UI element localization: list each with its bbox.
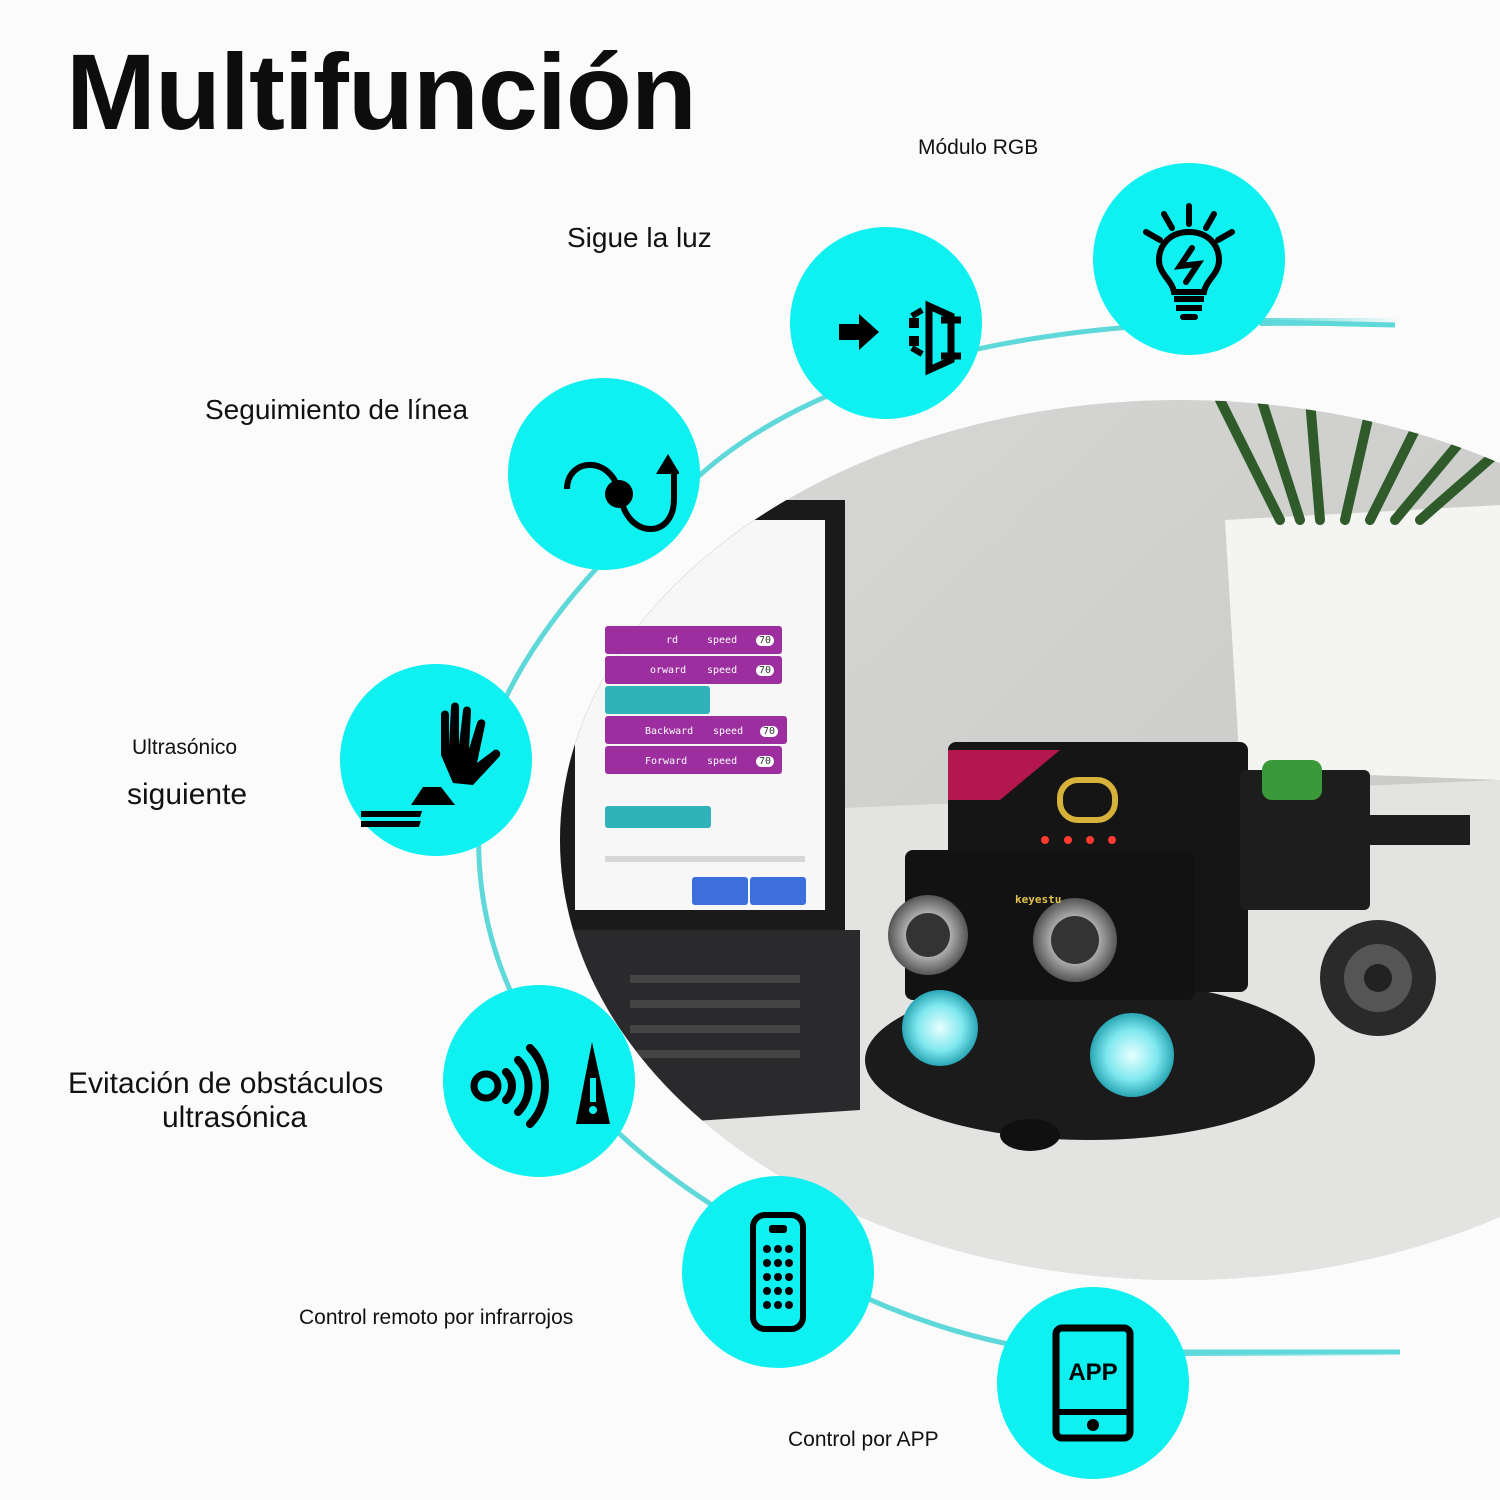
feature-label-follow-light: Sigue la luz	[567, 222, 712, 253]
page-title: Multifunción	[66, 31, 697, 152]
hand-follow-icon	[361, 702, 501, 827]
feature-label-ultrasonic-line2: siguiente	[127, 778, 248, 811]
feature-circle-ultrasonic-follow	[340, 664, 532, 856]
code-blocks	[605, 626, 806, 905]
feature-label-ir-remote: Control remoto por infrarrojos	[299, 1306, 574, 1329]
photo-composite	[560, 400, 1500, 1280]
tablet-app-icon: APP	[1052, 1324, 1134, 1442]
feature-circle-line-tracking	[508, 378, 700, 570]
feature-circle-obstacle-avoidance	[443, 985, 635, 1177]
line-path-icon	[564, 454, 679, 532]
feature-circle-ir-remote	[682, 1176, 874, 1368]
feature-label-ultrasonic-line1: Ultrasónico	[132, 736, 238, 759]
flashlight-arrow-icon	[839, 300, 961, 376]
feature-circle-follow-light	[790, 227, 982, 419]
feature-label-rgb: Módulo RGB	[918, 136, 1039, 159]
ultrasonic-warning-icon	[470, 1042, 610, 1128]
feature-circle-app-control: APP	[997, 1287, 1189, 1479]
feature-label-app-control: Control por APP	[788, 1428, 939, 1451]
feature-label-obstacle-line1: Evitación de obstáculos	[68, 1067, 384, 1100]
remote-control-icon	[750, 1212, 806, 1332]
light-bulb-icon	[1143, 203, 1235, 320]
app-icon-text: APP	[1068, 1359, 1117, 1386]
feature-label-line-tracking: Seguimiento de línea	[205, 394, 469, 425]
feature-label-obstacle-line2: ultrasónica	[162, 1101, 308, 1134]
feature-circle-rgb	[1093, 163, 1285, 355]
